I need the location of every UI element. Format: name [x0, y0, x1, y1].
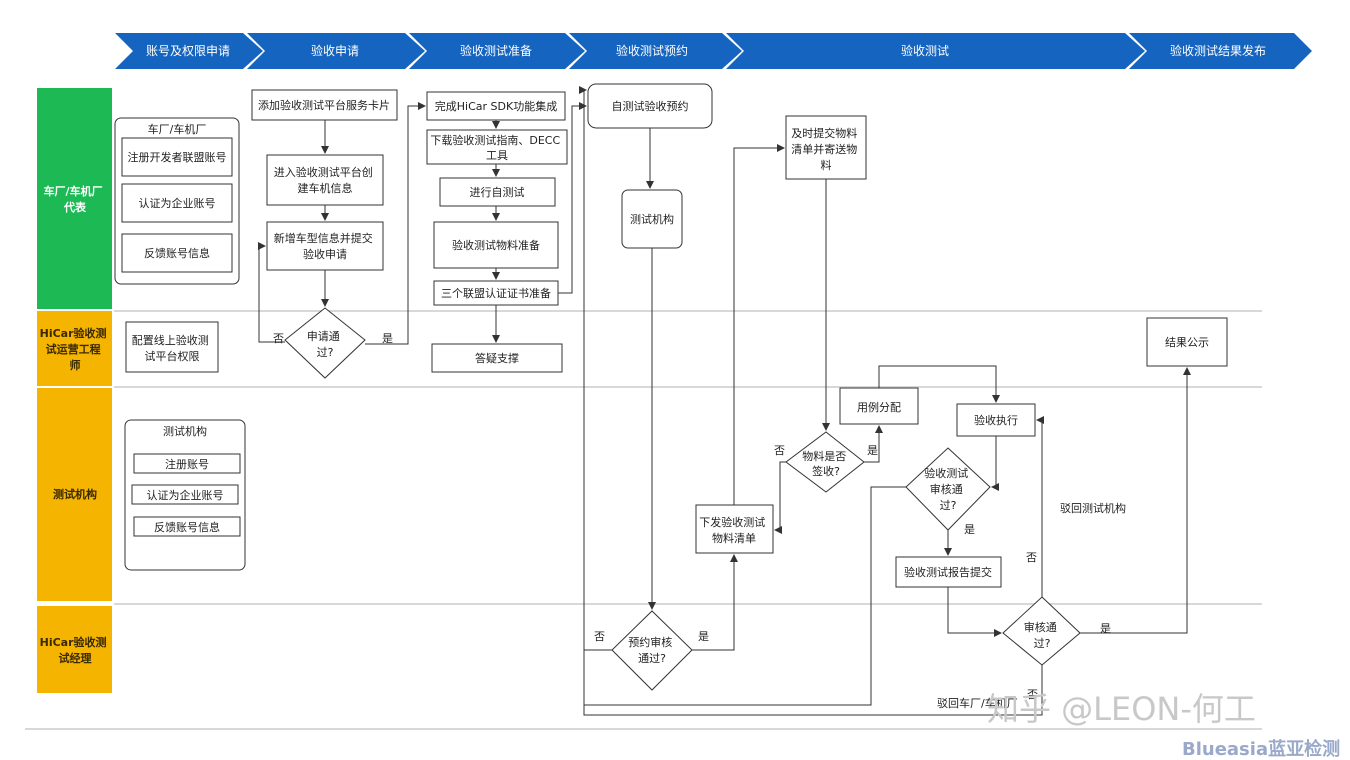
phase-chevron-booking — [569, 33, 742, 69]
lab-step-enterprise-cert: 认证为企业账号 — [147, 488, 224, 502]
decision-apply-pass: 申请通 过? — [307, 330, 344, 359]
step-issue-material-list: 下发验收测试 物料清单 — [699, 515, 769, 545]
decision-booking-review: 预约审核 通过? — [628, 635, 676, 665]
connector — [365, 102, 426, 345]
step-self-booking: 自测试验收预约 — [612, 99, 689, 113]
step-finish-sdk: 完成HiCar SDK功能集成 — [435, 99, 557, 113]
connector — [558, 102, 587, 294]
phase-label-prepare: 验收测试准备 — [460, 43, 532, 58]
phase-label-account: 账号及权限申请 — [146, 44, 230, 58]
label-yes: 是 — [1100, 622, 1111, 635]
connector — [733, 144, 785, 505]
lane-hicar-engineer — [37, 311, 112, 386]
lane-label-hicar-manager: HiCar验收测 试经理 — [40, 635, 111, 665]
lab-group-title: 测试机构 — [163, 424, 207, 438]
lane-label-oem: 车厂/车机厂 代表 — [44, 184, 107, 214]
step-self-test: 进行自测试 — [470, 186, 525, 199]
phase-chevron-result — [1129, 33, 1312, 69]
connectors — [258, 86, 1191, 716]
label-no: 否 — [1026, 551, 1037, 564]
phase-label-apply: 验收申请 — [311, 43, 359, 58]
step-test-org: 测试机构 — [630, 212, 674, 226]
lane-label-hicar-engineer: HiCar验收测 试运营工程 师 — [40, 326, 111, 372]
connector — [878, 365, 1000, 403]
phase-chevron-testing — [726, 33, 1145, 69]
step-register-dev-account: 注册开发者联盟账号 — [128, 150, 227, 164]
step-feedback-account: 反馈账号信息 — [144, 246, 210, 260]
step-enter-platform: 进入验收测试平台创 建车机信息 — [274, 165, 377, 195]
phase-label-booking: 验收测试预约 — [616, 43, 688, 58]
lab-account-group: 测试机构 注册账号 认证为企业账号 反馈账号信息 — [124, 419, 246, 571]
lab-step-register: 注册账号 — [165, 457, 209, 471]
step-enterprise-cert: 认证为企业账号 — [139, 196, 216, 210]
lane-label-test-org: 测试机构 — [53, 487, 97, 501]
connector — [692, 554, 738, 651]
step-config-permission: 配置线上验收测 试平台权限 — [132, 333, 213, 363]
connector — [774, 461, 786, 534]
step-case-assign: 用例分配 — [857, 400, 901, 414]
connector — [583, 486, 906, 706]
label-no: 否 — [594, 630, 605, 643]
label-reject-oem: 驳回车厂/车机厂 — [937, 696, 1018, 710]
step-result-public: 结果公示 — [1165, 336, 1209, 349]
step-material-prep: 验收测试物料准备 — [452, 238, 540, 252]
lane-test-org — [37, 388, 112, 601]
oem-account-group: 车厂/车机厂 注册开发者联盟账号 认证为企业账号 反馈账号信息 — [114, 117, 240, 285]
lane-hicar-manager — [37, 606, 112, 693]
phase-label-result: 验收测试结果发布 — [1170, 43, 1266, 58]
oem-group-title: 车厂/车机厂 — [148, 122, 207, 136]
phase-chevron-account — [115, 33, 263, 69]
brand-logo: Blueasia蓝亚检测 — [1182, 738, 1340, 760]
connector — [1036, 416, 1044, 597]
label-yes: 是 — [964, 523, 975, 536]
phase-header: 账号及权限申请 验收申请 验收测试准备 验收测试预约 验收测试 验收测试结果发布 — [115, 33, 1312, 69]
step-alliance-cert: 三个联盟认证证书准备 — [441, 286, 551, 300]
swimlanes: 车厂/车机厂 代表 HiCar验收测 试运营工程 师 测试机构 HiCar验收测… — [25, 88, 1262, 730]
label-yes: 是 — [867, 444, 878, 457]
connector — [864, 425, 883, 463]
step-submit-material: 及时提交物料 清单并寄送物 料 — [791, 126, 861, 172]
label-no: 否 — [1027, 688, 1038, 701]
phase-chevron-prepare — [409, 33, 585, 69]
decision-final-review: 审核通 过? — [1024, 620, 1061, 650]
connector — [258, 242, 285, 343]
phase-chevron-apply — [247, 33, 425, 69]
watermark: 知乎 @LEON-何工 — [987, 690, 1256, 728]
decision-material-received: 物料是否 签收? — [802, 449, 850, 478]
label-no: 否 — [273, 332, 284, 345]
step-download-guide: 下载验收测试指南、DECC 工具 — [430, 133, 563, 162]
label-reject-test-org: 驳回测试机构 — [1060, 501, 1126, 515]
connector — [991, 436, 999, 491]
lab-step-feedback: 反馈账号信息 — [154, 520, 220, 534]
step-report-submit: 验收测试报告提交 — [904, 565, 992, 579]
label-yes: 是 — [698, 630, 709, 643]
connector — [947, 587, 1002, 637]
decisions: 申请通 过? 物料是否 签收? 验收测试 审核通 过? 预约审核 通过? 审核通… — [284, 307, 1081, 691]
step-add-model: 新增车型信息并提交 验收申请 — [274, 231, 377, 261]
connector — [579, 86, 612, 651]
process-boxes: 配置线上验收测 试平台权限 添加验收测试平台服务卡片 进入验收测试平台创 建车机… — [125, 83, 1228, 588]
connector — [1080, 367, 1191, 634]
phase-label-testing: 验收测试 — [901, 43, 949, 58]
label-yes: 是 — [382, 332, 393, 345]
step-add-service-card: 添加验收测试平台服务卡片 — [258, 98, 390, 112]
decision-test-review: 验收测试 审核通 过? — [924, 466, 972, 512]
step-acceptance-exec: 验收执行 — [974, 413, 1018, 427]
step-qa-support: 答疑支撑 — [475, 351, 519, 365]
connector — [583, 665, 1043, 716]
edge-labels: 否 是 否 是 否 是 是 否 是 否 驳回测试机构 驳回车厂/车机厂 — [273, 332, 1126, 710]
label-no: 否 — [774, 444, 785, 457]
lane-oem — [37, 88, 112, 309]
